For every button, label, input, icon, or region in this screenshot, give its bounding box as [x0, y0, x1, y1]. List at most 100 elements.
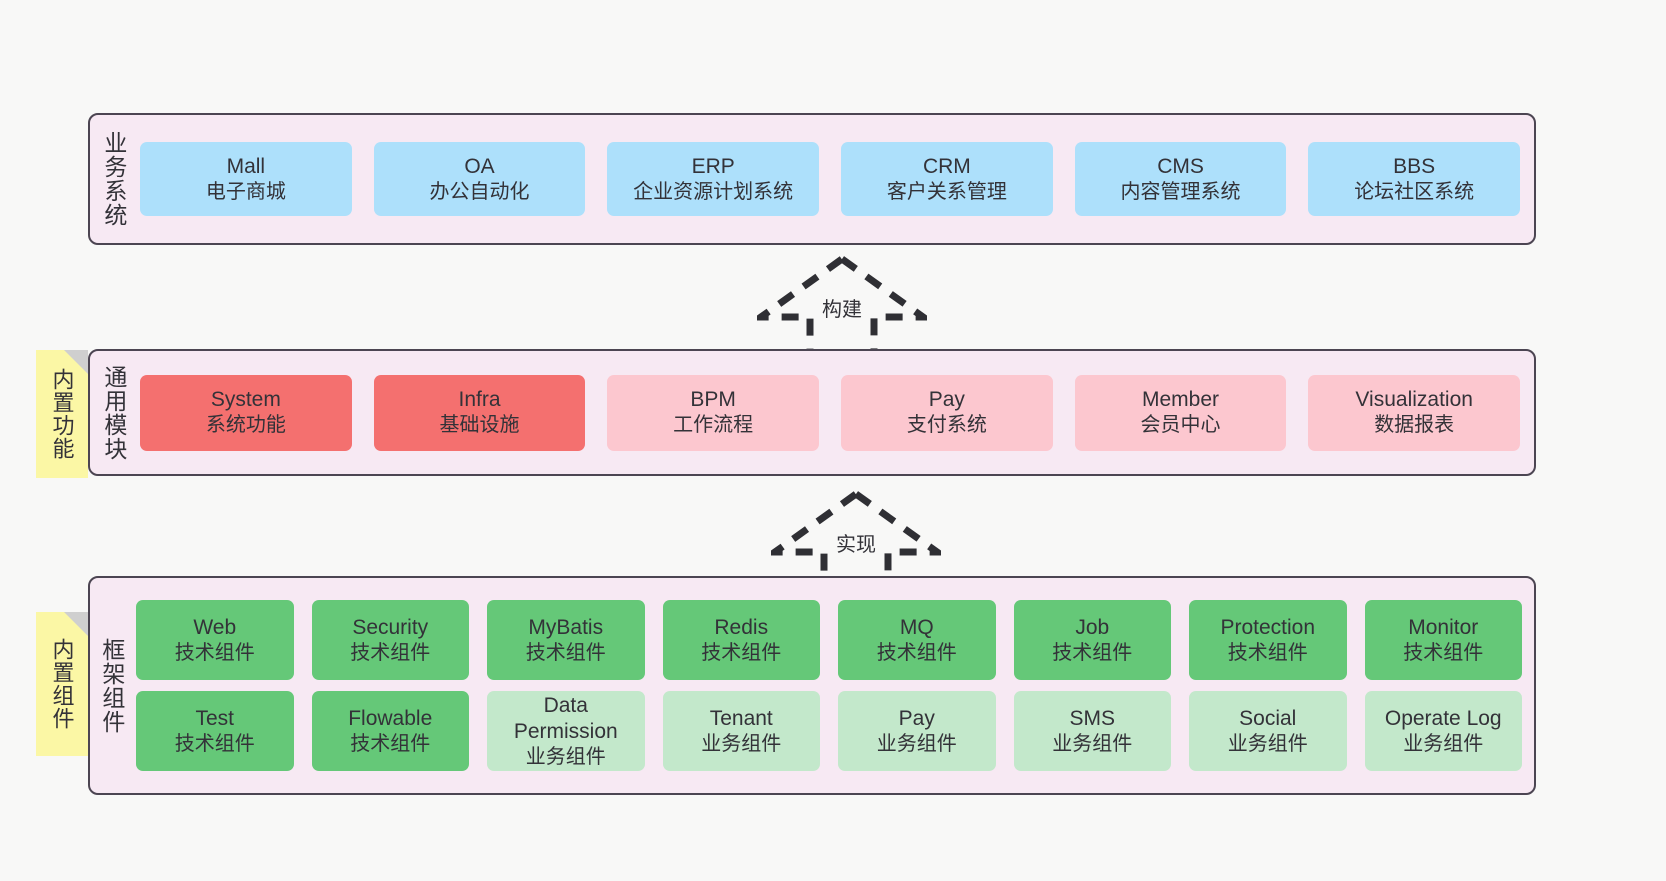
layer-body-framework-components: Web 技术组件 Security 技术组件 MyBatis 技术组件 Redi… — [132, 578, 1534, 793]
card-row: System 系统功能 Infra 基础设施 BPM 工作流程 Pay 支付系统… — [140, 374, 1521, 451]
card-redis[interactable]: Redis 技术组件 — [662, 600, 820, 680]
card-subtitle: 支付系统 — [906, 414, 987, 437]
sticky-note-builtin-features: 内置功能 — [36, 350, 88, 478]
card-erp[interactable]: ERP 企业资源计划系统 — [607, 142, 820, 216]
card-subtitle: 论坛社区系统 — [1354, 180, 1475, 203]
card-cms[interactable]: CMS 内容管理系统 — [1074, 142, 1287, 216]
card-subtitle: 技术组件 — [350, 641, 431, 664]
card-subtitle: 业务组件 — [1052, 732, 1133, 755]
card-subtitle: 技术组件 — [350, 732, 431, 755]
card-operate-log[interactable]: Operate Log 业务组件 — [1364, 691, 1522, 771]
card-subtitle: 技术组件 — [1227, 641, 1308, 664]
card-system[interactable]: System 系统功能 — [140, 374, 352, 451]
card-title: Mall — [226, 154, 266, 178]
card-subtitle: 电子商城 — [205, 180, 286, 203]
card-title: Test — [195, 706, 234, 730]
layer-business-systems: 业务系统 Mall 电子商城 OA 办公自动化 ERP 企业资源计划系统 CRM… — [88, 113, 1536, 245]
layer-body-common-modules: System 系统功能 Infra 基础设施 BPM 工作流程 Pay 支付系统… — [136, 351, 1534, 474]
card-title: Infra — [458, 388, 501, 412]
card-subtitle: 技术组件 — [876, 641, 957, 664]
card-security[interactable]: Security 技术组件 — [311, 600, 469, 680]
card-row: Web 技术组件 Security 技术组件 MyBatis 技术组件 Redi… — [136, 600, 1522, 680]
card-title: ERP — [691, 154, 735, 178]
card-title: Tenant — [709, 706, 773, 730]
card-title: Operate Log — [1384, 706, 1502, 730]
card-title: Pay — [928, 388, 965, 412]
card-bpm[interactable]: BPM 工作流程 — [607, 374, 820, 451]
card-title: Monitor — [1408, 615, 1479, 639]
card-flowable[interactable]: Flowable 技术组件 — [311, 691, 469, 771]
card-title: OA — [464, 154, 495, 178]
card-title: Pay — [898, 706, 935, 730]
card-row: Test 技术组件 Flowable 技术组件 Data Permission … — [136, 691, 1522, 771]
card-bbs[interactable]: BBS 论坛社区系统 — [1308, 142, 1521, 216]
card-title: Visualization — [1355, 388, 1473, 412]
card-title: Redis — [714, 615, 769, 639]
card-mq[interactable]: MQ 技术组件 — [838, 600, 996, 680]
card-title: CMS — [1157, 154, 1204, 178]
card-subtitle: 基础设施 — [439, 414, 520, 437]
card-visualization[interactable]: Visualization 数据报表 — [1308, 374, 1521, 451]
card-data-permission[interactable]: Data Permission 业务组件 — [487, 691, 645, 771]
sticky-note-builtin-components: 内置组件 — [36, 612, 88, 756]
card-row: Mall 电子商城 OA 办公自动化 ERP 企业资源计划系统 CRM 客户关系… — [140, 142, 1521, 216]
card-subtitle: 技术组件 — [1052, 641, 1133, 664]
card-subtitle: 工作流程 — [673, 414, 754, 437]
card-test[interactable]: Test 技术组件 — [136, 691, 294, 771]
card-subtitle: 业务组件 — [1403, 732, 1484, 755]
card-subtitle: 系统功能 — [205, 414, 286, 437]
card-monitor[interactable]: Monitor 技术组件 — [1364, 600, 1522, 680]
card-subtitle: 会员中心 — [1140, 414, 1221, 437]
card-mybatis[interactable]: MyBatis 技术组件 — [487, 600, 645, 680]
card-subtitle: 办公自动化 — [429, 180, 530, 203]
layer-framework-components: 框架组件 Web 技术组件 Security 技术组件 MyBatis 技术组件… — [88, 576, 1536, 795]
sticky-note-label: 内置功能 — [49, 368, 75, 460]
card-subtitle: 技术组件 — [525, 641, 606, 664]
card-title: Flowable — [348, 706, 433, 730]
card-web[interactable]: Web 技术组件 — [136, 600, 294, 680]
card-title: Data Permission — [513, 693, 618, 743]
card-title: Protection — [1220, 615, 1316, 639]
card-tenant[interactable]: Tenant 业务组件 — [662, 691, 820, 771]
card-subtitle: 客户关系管理 — [886, 180, 1007, 203]
card-oa[interactable]: OA 办公自动化 — [373, 142, 586, 216]
card-subtitle: 业务组件 — [525, 745, 606, 768]
card-subtitle: 内容管理系统 — [1120, 180, 1241, 203]
card-title: BBS — [1393, 154, 1436, 178]
card-mall[interactable]: Mall 电子商城 — [140, 142, 352, 216]
layer-title-business-systems: 业务系统 — [100, 131, 127, 227]
card-title: MyBatis — [528, 615, 604, 639]
card-title: MQ — [899, 615, 934, 639]
build-arrow-label: 构建 — [822, 299, 862, 321]
card-sms[interactable]: SMS 业务组件 — [1013, 691, 1171, 771]
card-social[interactable]: Social 业务组件 — [1189, 691, 1347, 771]
card-infra[interactable]: Infra 基础设施 — [373, 374, 586, 451]
card-subtitle: 业务组件 — [876, 732, 957, 755]
layer-body-business-systems: Mall 电子商城 OA 办公自动化 ERP 企业资源计划系统 CRM 客户关系… — [136, 115, 1534, 243]
card-subtitle: 技术组件 — [1403, 641, 1484, 664]
card-title: CRM — [922, 154, 971, 178]
card-job[interactable]: Job 技术组件 — [1013, 600, 1171, 680]
card-pay[interactable]: Pay 支付系统 — [841, 374, 1053, 451]
layer-title-common-modules: 通用模块 — [100, 364, 127, 461]
card-title: Security — [352, 615, 429, 639]
card-title: BPM — [690, 388, 736, 412]
layer-title-framework-components: 框架组件 — [98, 637, 125, 734]
card-subtitle: 技术组件 — [701, 641, 782, 664]
card-crm[interactable]: CRM 客户关系管理 — [841, 142, 1053, 216]
card-member[interactable]: Member 会员中心 — [1074, 374, 1287, 451]
card-title: Member — [1142, 388, 1220, 412]
card-subtitle: 企业资源计划系统 — [633, 180, 794, 203]
card-title: System — [210, 388, 281, 412]
card-title: Web — [193, 615, 237, 639]
card-pay-business[interactable]: Pay 业务组件 — [838, 691, 996, 771]
card-subtitle: 数据报表 — [1374, 414, 1455, 437]
build-arrow: 构建 — [757, 255, 927, 357]
layer-common-modules: 通用模块 System 系统功能 Infra 基础设施 BPM 工作流程 Pay… — [88, 349, 1536, 476]
card-protection[interactable]: Protection 技术组件 — [1189, 600, 1347, 680]
card-subtitle: 业务组件 — [1227, 732, 1308, 755]
card-title: Social — [1239, 706, 1297, 730]
card-subtitle: 技术组件 — [174, 732, 255, 755]
card-title: SMS — [1069, 706, 1115, 730]
